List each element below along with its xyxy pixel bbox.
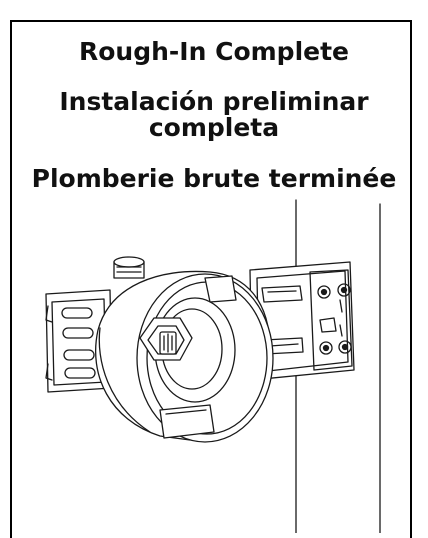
heading-french: Plomberie brute terminée xyxy=(31,164,397,193)
heading-spanish-line1: Instalación preliminar xyxy=(59,87,369,116)
heading-spanish-line2: completa xyxy=(148,113,280,142)
plaster-guard xyxy=(94,270,274,443)
valve-stem xyxy=(139,317,193,361)
valve-inlet xyxy=(113,256,145,279)
heading-english: Rough-In Complete xyxy=(79,37,349,66)
